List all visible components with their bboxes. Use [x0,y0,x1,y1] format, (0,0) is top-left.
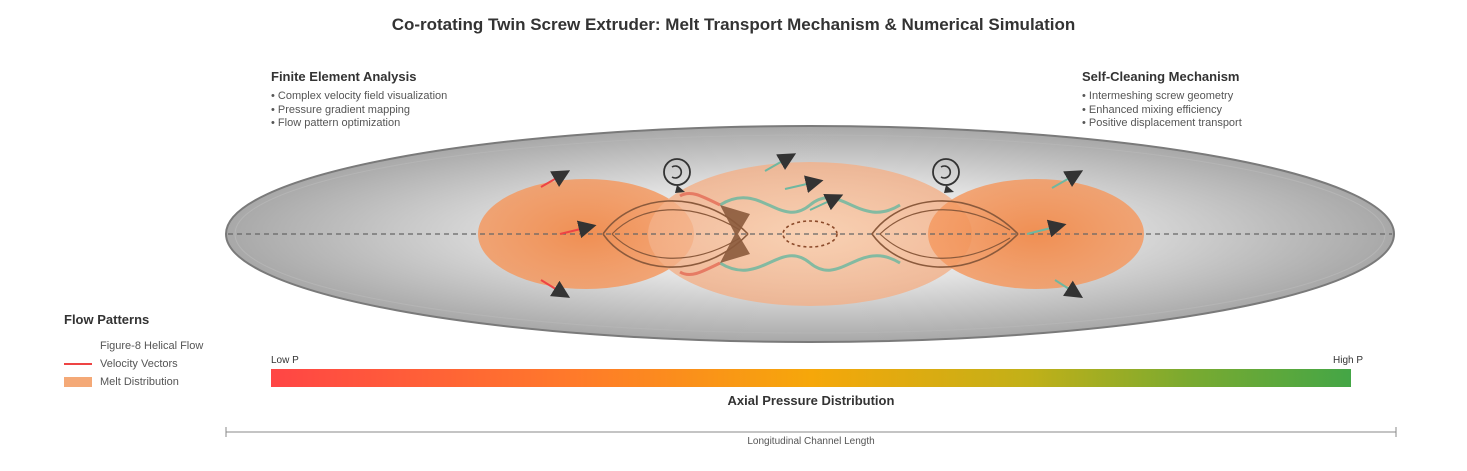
self-cleaning-item: • Intermeshing screw geometry [1082,90,1234,102]
screw-left-flight [720,205,750,263]
velocity-vector [540,279,571,298]
flow-legend: Flow Patterns Figure-8 Helical Flow Velo… [64,312,203,391]
screw-left-lobe-inner-lower [611,233,741,259]
legend-item-melt: Melt Distribution [64,373,203,391]
diagram-title: Co-rotating Twin Screw Extruder: Melt Tr… [391,15,1076,34]
helix-teal-lower [719,254,901,272]
length-axis-label: Longitudinal Channel Length [747,436,875,447]
self-cleaning-panel: Self-Cleaning Mechanism • Intermeshing s… [1082,69,1242,131]
fea-item: • Flow pattern optimization [271,117,401,129]
legend-item-velocity: Velocity Vectors [64,355,203,373]
self-cleaning-item: • Positive displacement transport [1082,117,1242,129]
helix-red-upper [679,191,721,207]
pressure-gradient-title: Axial Pressure Distribution [727,393,895,408]
melt-zone-right [928,179,1144,289]
velocity-vector [1054,279,1084,298]
velocity-vector [1051,170,1084,189]
self-cleaning-item: • Enhanced mixing efficiency [1082,103,1223,116]
screw-right-lobe-lower [871,233,1019,268]
length-axis [225,427,1397,437]
legend-heading: Flow Patterns [64,312,150,327]
velocity-vector [1026,219,1067,238]
screw-right-lobe-inner-upper [879,209,1011,235]
legend-item-helix: Figure-8 Helical Flow [64,337,203,355]
melt-zone-center [648,162,972,306]
self-cleaning-heading: Self-Cleaning Mechanism [1082,69,1240,84]
fea-heading: Finite Element Analysis [271,69,417,84]
rotation-icon-left [663,158,691,193]
velocity-vectors [540,153,1084,298]
intermeshing-zone [782,220,838,248]
rotation-icon-right [932,158,960,193]
helix-line-icon [64,345,92,347]
velocity-vector [764,153,797,172]
screw-right-lobe-upper [871,200,1019,235]
screw-right-lobe-inner-lower [879,233,1011,259]
fea-item: • Pressure gradient mapping [271,103,410,116]
high-pressure-label: High P [1333,355,1364,366]
low-pressure-label: Low P [271,355,299,366]
fea-panel: Finite Element Analysis • Complex veloci… [271,69,447,131]
velocity-vector [559,220,597,239]
pressure-gradient-bar [271,369,1351,387]
velocity-vector [784,175,824,193]
orange-swatch-icon [64,377,92,387]
fea-item: • Complex velocity field visualization [271,90,448,102]
velocity-vector [540,170,571,188]
red-line-icon [64,363,92,365]
helix-red-lower [679,261,721,277]
helix-teal-upper [719,196,901,214]
screw-left-lobe-inner-upper [611,209,741,235]
velocity-vector [809,193,844,211]
